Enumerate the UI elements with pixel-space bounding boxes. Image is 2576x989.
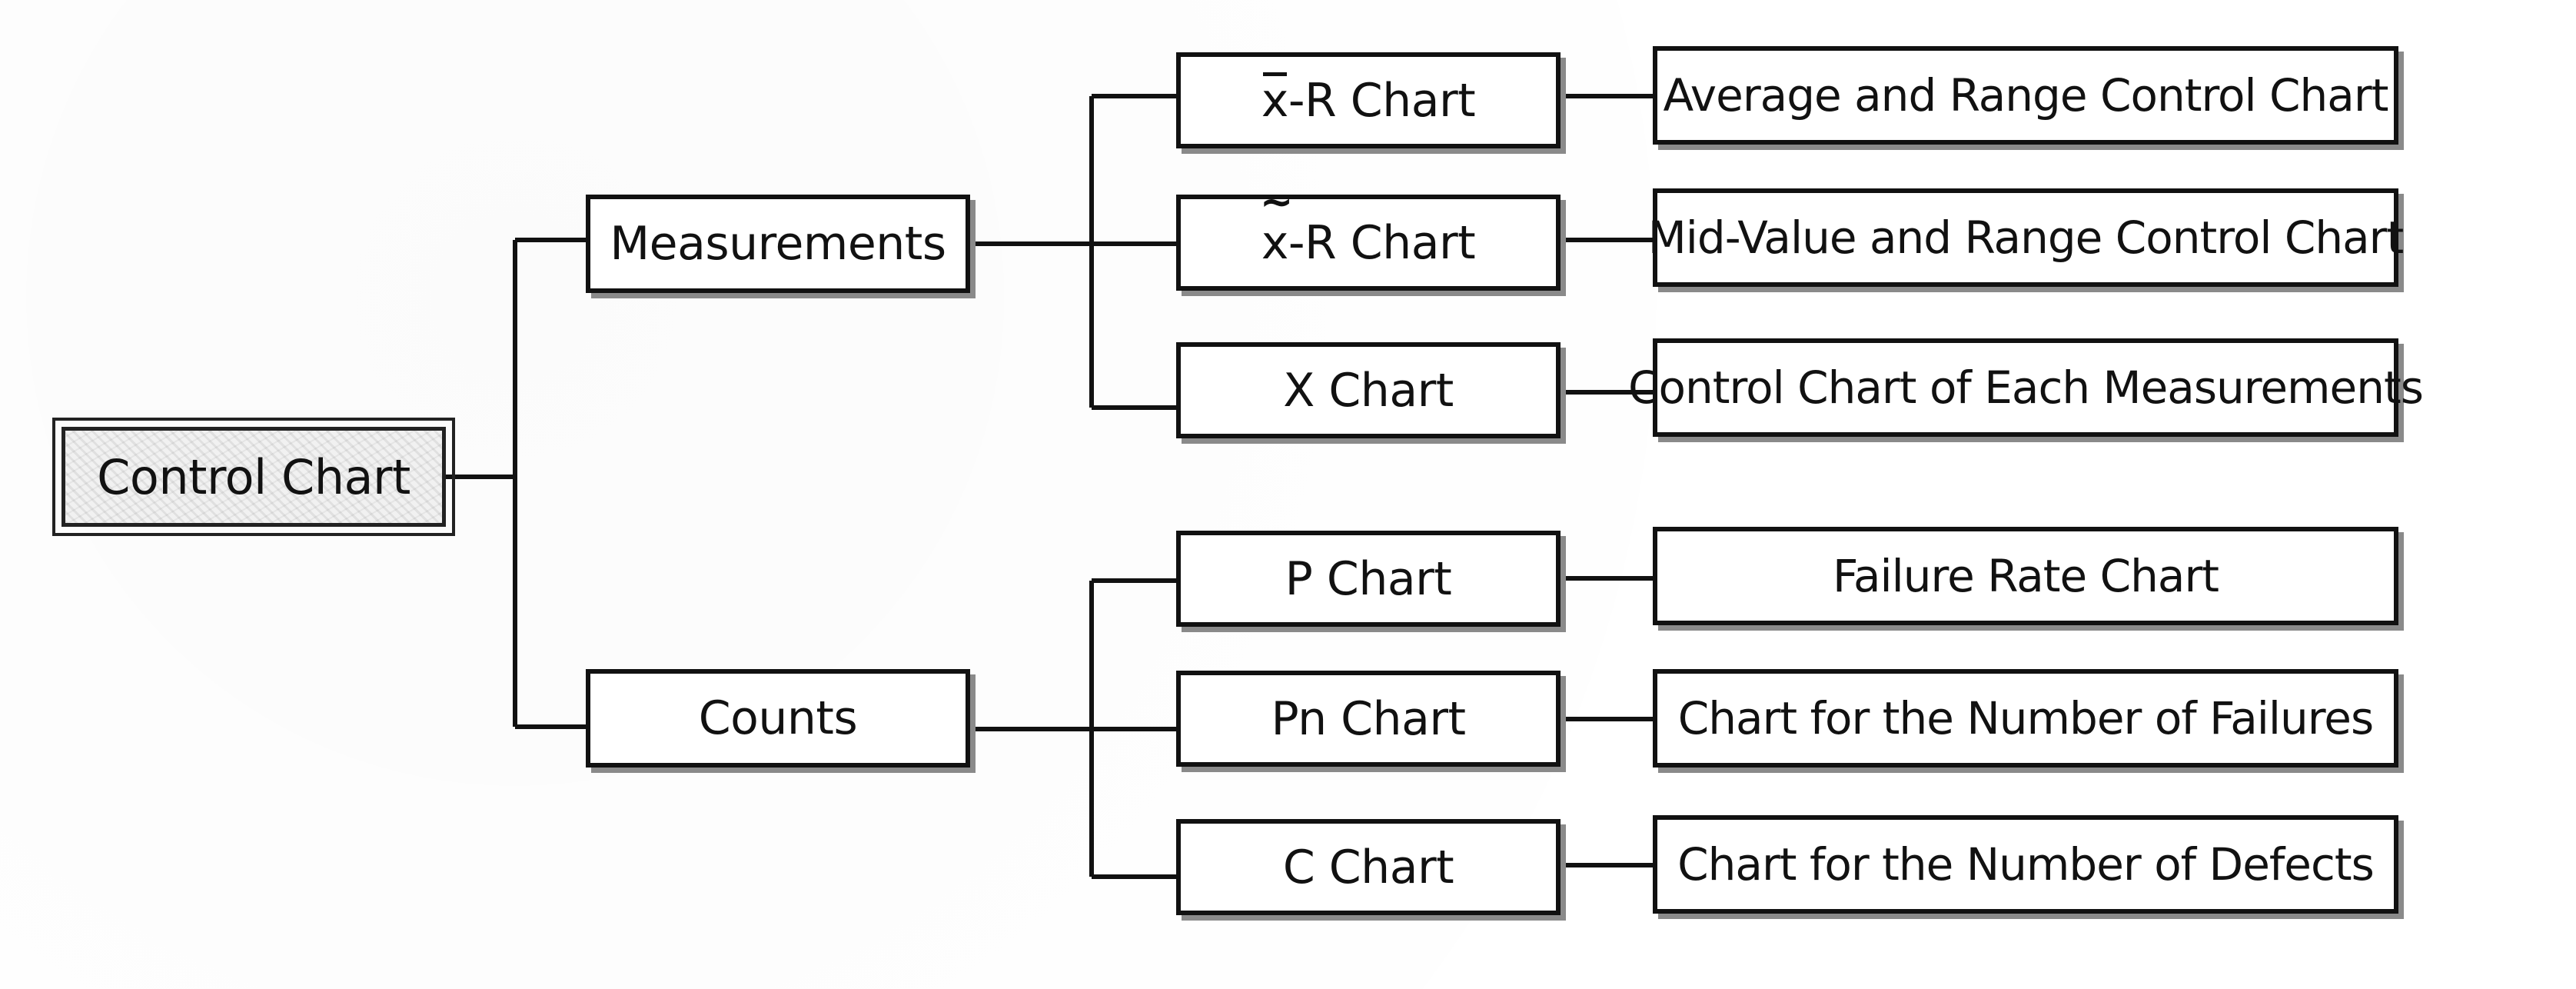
control-chart-node: Control Chart: [52, 418, 455, 536]
p-chart-node: P Chart: [1176, 531, 1561, 627]
x-description-node: Control Chart of Each Measurements: [1628, 338, 2424, 437]
median-r-description: Mid-Value and Range Control Chart: [1647, 211, 2405, 264]
c-description-node: Chart for the Number of Defects: [1653, 815, 2398, 914]
connector-descriptions: [1561, 94, 1653, 867]
x-chart-node: X Chart: [1176, 342, 1561, 438]
measurements-label: Measurements: [610, 217, 946, 271]
p-description-node: Failure Rate Chart: [1653, 527, 2398, 625]
p-description: Failure Rate Chart: [1832, 550, 2219, 602]
pn-chart-label: Pn Chart: [1271, 691, 1466, 746]
pn-chart-node: Pn Chart: [1176, 671, 1561, 767]
counts-label: Counts: [698, 691, 858, 745]
median-r-chart-label: x-R Chart: [1260, 182, 1476, 270]
xbar-r-description: Average and Range Control Chart: [1663, 69, 2389, 122]
connector-root: [446, 238, 586, 729]
c-chart-label: C Chart: [1282, 840, 1454, 894]
pn-description-node: Chart for the Number of Failures: [1653, 669, 2398, 768]
xbar-r-chart-label: x-R Chart: [1261, 72, 1476, 128]
xbar-symbol: x: [1261, 72, 1288, 128]
control-chart-label: Control Chart: [97, 448, 410, 505]
connector-counts: [970, 578, 1176, 879]
c-description: Chart for the Number of Defects: [1677, 838, 2375, 891]
measurements-node: Measurements: [586, 195, 970, 293]
c-chart-node: C Chart: [1176, 819, 1561, 915]
x-description: Control Chart of Each Measurements: [1628, 361, 2424, 414]
xbar-r-chart-node: x-R Chart: [1176, 52, 1561, 148]
pn-description: Chart for the Number of Failures: [1677, 692, 2374, 744]
counts-node: Counts: [586, 669, 970, 768]
median-r-description-node: Mid-Value and Range Control Chart: [1648, 188, 2404, 287]
connector-measurements: [970, 94, 1176, 410]
median-r-suffix: -R Chart: [1288, 215, 1476, 270]
xtilde-symbol: x: [1260, 182, 1293, 270]
x-chart-label: X Chart: [1283, 363, 1454, 418]
xbar-r-description-node: Average and Range Control Chart: [1653, 46, 2398, 145]
median-r-chart-node: x-R Chart: [1176, 182, 1561, 291]
p-chart-label: P Chart: [1285, 551, 1452, 606]
xbar-r-suffix: -R Chart: [1288, 73, 1476, 128]
